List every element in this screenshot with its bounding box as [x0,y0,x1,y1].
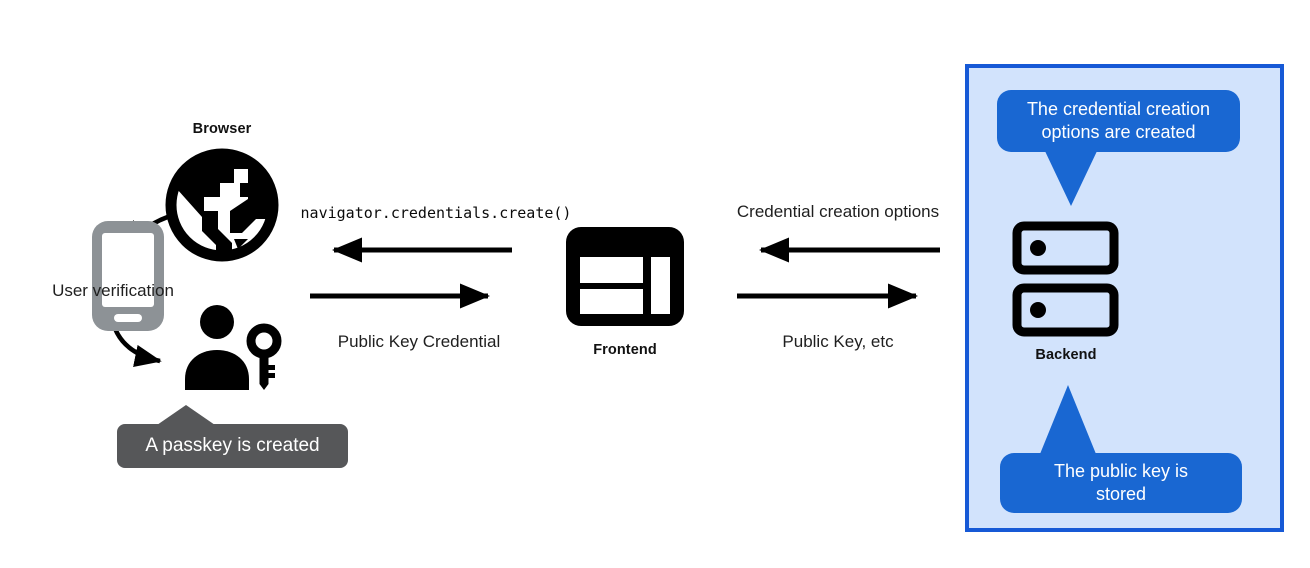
frontend-window-icon [566,227,684,326]
user-passkey-icon [185,305,282,390]
backend-server-icon [1012,221,1119,337]
passkey-callout: A passkey is created [117,424,348,468]
backend-label: Backend [1035,347,1097,363]
public-key-etc-label: Public Key, etc [782,332,894,351]
public-key-stored-bubble: The public key is stored [1000,453,1242,513]
public-key-stored-bubble-tail [1040,385,1096,454]
credential-creation-options-label: Credential creation options [736,202,940,221]
phone-icon [92,221,164,331]
public-key-credential-label: Public Key Credential [337,332,501,351]
passkey-callout-pointer [157,405,215,425]
user-verification-label: User verification [52,281,174,300]
create-call-label: navigator.credentials.create() [300,204,572,222]
frontend-label: Frontend [593,342,657,358]
browser-label: Browser [192,121,252,137]
credential-options-bubble: The credential creation options are crea… [997,90,1240,152]
credential-options-bubble-tail [1044,149,1098,206]
globe-browser-icon [165,148,279,262]
